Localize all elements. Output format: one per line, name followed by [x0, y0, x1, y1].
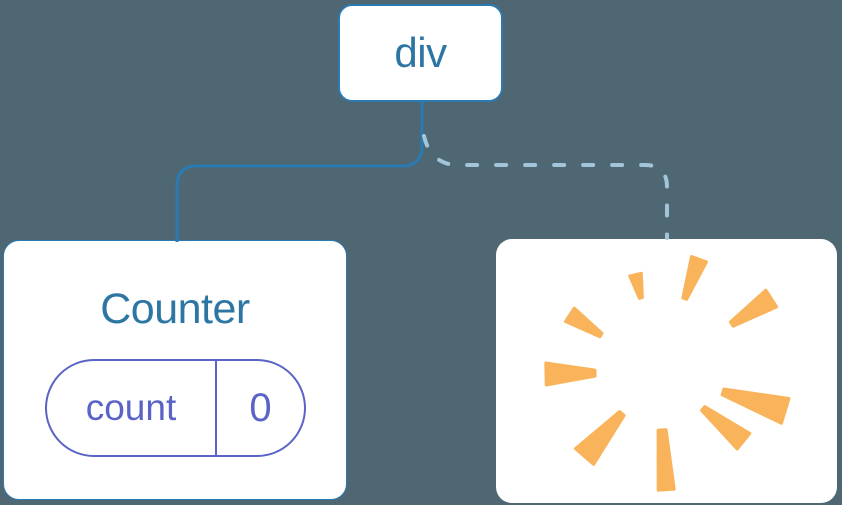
tree-node-div: div: [338, 4, 503, 102]
state-value-label: 0: [249, 385, 272, 430]
tree-node-counter: Counter count 0: [3, 240, 347, 500]
connector-solid-line: [175, 100, 424, 242]
counter-title: Counter: [100, 285, 250, 333]
state-pill: count 0: [45, 359, 306, 457]
tree-node-removed: [496, 239, 837, 503]
poof-icon: [544, 255, 791, 492]
root-node-label: div: [394, 29, 447, 76]
state-key-label: count: [47, 361, 217, 455]
connector-dashed-line: [422, 134, 669, 240]
